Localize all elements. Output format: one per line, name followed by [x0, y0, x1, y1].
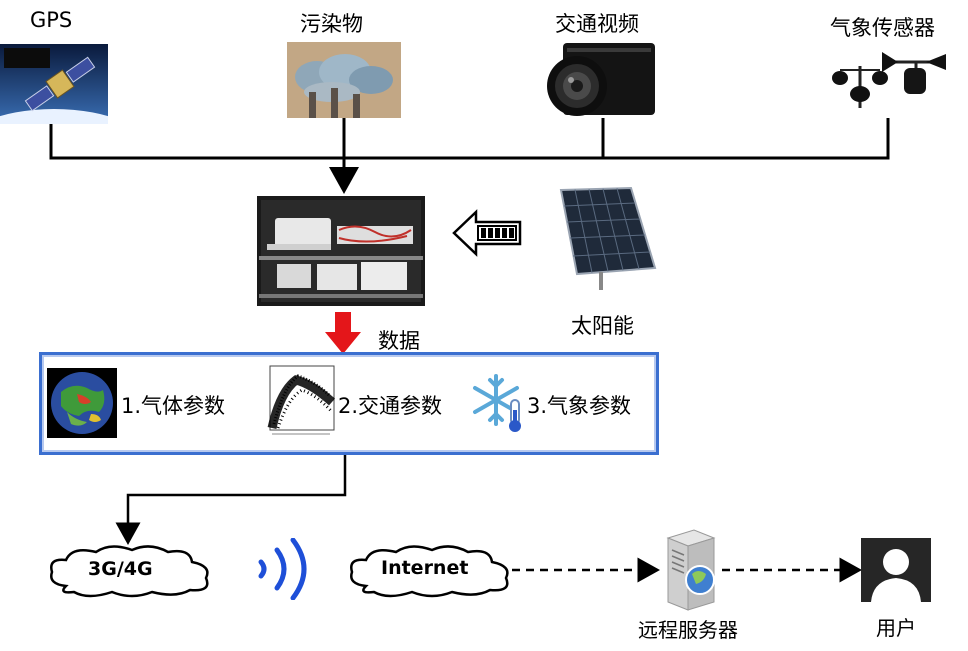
- server-label: 远程服务器: [638, 618, 738, 642]
- sensor-bus-line: [49, 118, 890, 160]
- solar-label: 太阳能: [571, 314, 634, 338]
- pollutant-label: 污染物: [300, 12, 363, 36]
- traffic-video-label: 交通视频: [555, 12, 639, 36]
- traffic-scatter-plot-icon: [262, 362, 338, 440]
- mobile-network-label: 3G/4G: [88, 558, 153, 580]
- server-icon: [658, 528, 722, 612]
- earth-gas-map-icon: [47, 368, 117, 438]
- internet-cloud: Internet: [344, 540, 516, 600]
- weather-sensor-label: 气象传感器: [830, 16, 935, 40]
- data-label: 数据: [378, 329, 420, 353]
- wireless-signal-icon: [255, 537, 315, 601]
- satellite-icon: [0, 44, 154, 199]
- user-avatar-icon: [861, 538, 931, 602]
- solar-panel-icon: [555, 186, 657, 292]
- smokestack-pollution-icon: [287, 42, 401, 118]
- user-label: 用户: [876, 616, 916, 640]
- video-camera-icon: [543, 40, 659, 120]
- anemometer-wind-vane-icon: [830, 44, 948, 118]
- parameter-panel: [39, 352, 659, 455]
- battery-arrow-icon: [452, 208, 524, 258]
- mobile-network-cloud: 3G/4G: [44, 540, 216, 600]
- red-down-arrow-icon: [325, 312, 361, 354]
- traffic-param-label: 2.交通参数: [338, 394, 443, 418]
- gas-param-label: 1.气体参数: [121, 394, 226, 418]
- snowflake-thermometer-icon: [470, 372, 528, 434]
- gps-label: GPS: [30, 8, 73, 32]
- weather-param-label: 3.气象参数: [527, 394, 632, 418]
- internet-label: Internet: [381, 557, 469, 579]
- control-box-icon: [257, 196, 425, 306]
- panel-to-mobile-arrow: [115, 449, 347, 545]
